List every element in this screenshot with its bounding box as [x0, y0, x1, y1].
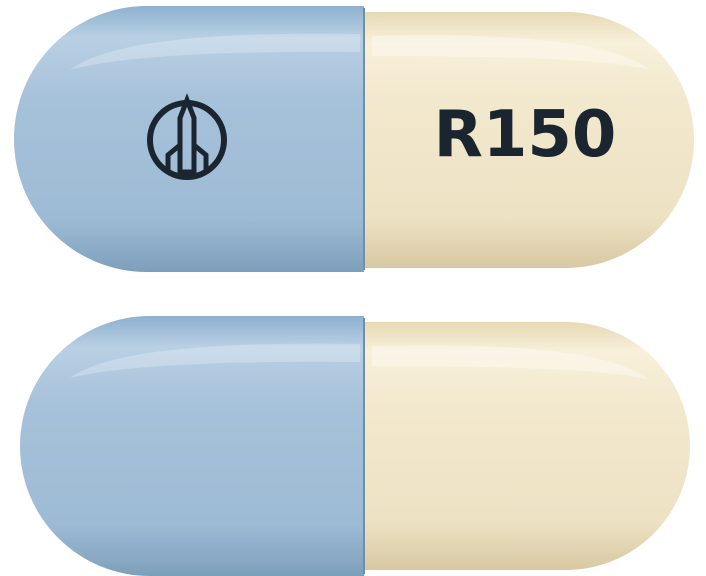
capsule-highlight — [70, 33, 360, 70]
tower-in-circle-logo-icon — [147, 93, 227, 180]
capsule-blue-body — [20, 316, 364, 576]
capsule-blue-body — [14, 6, 364, 272]
capsule-cream-cap — [356, 322, 690, 570]
capsule-front-view: R150 — [14, 6, 694, 272]
capsule-highlight — [372, 35, 650, 70]
capsule-cream-cap — [356, 12, 694, 268]
imprint-text: R150 — [434, 98, 617, 172]
capsule-highlight — [70, 343, 360, 378]
capsule-highlight — [372, 345, 650, 380]
capsule-back-view — [20, 316, 690, 576]
